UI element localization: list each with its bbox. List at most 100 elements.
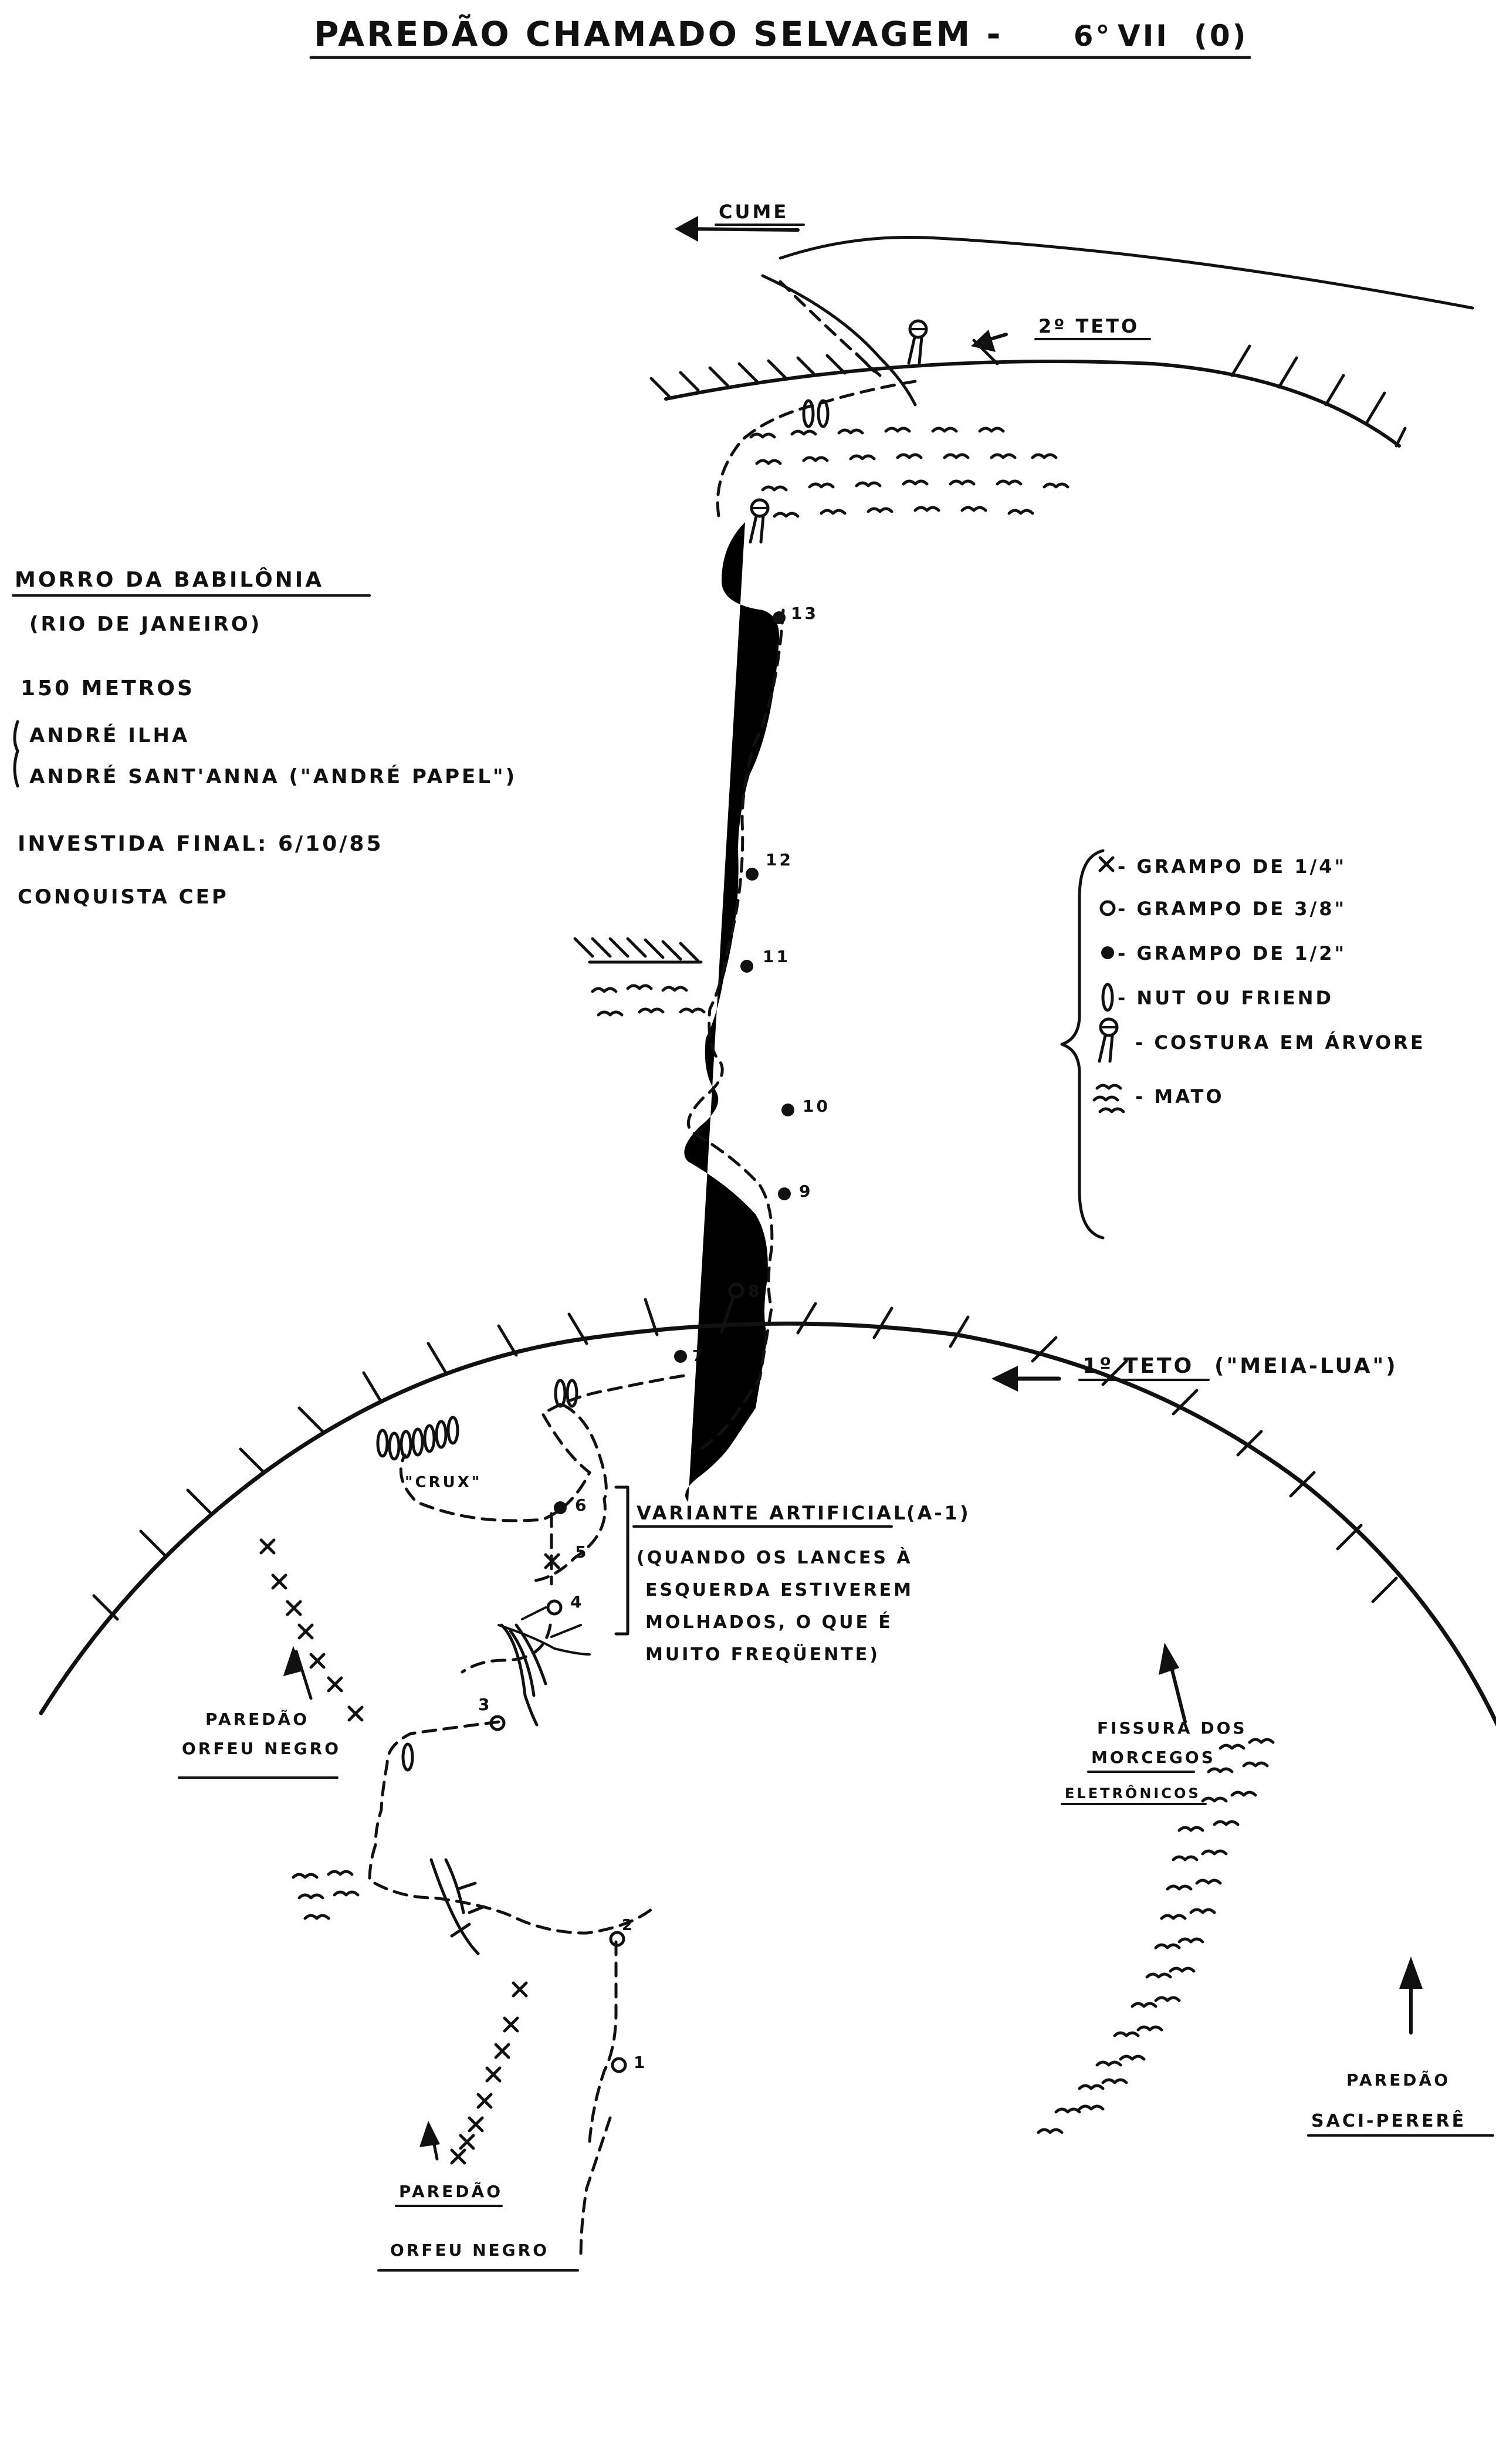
bolt-number: 13 [791,604,818,623]
filled-dot-icon [674,1350,687,1363]
summit-label: CUME [719,201,788,223]
legend: - GRAMPO DE 1/4" - GRAMPO DE 3/8" - GRAM… [1060,849,1423,1240]
open-circle-icon [728,1282,744,1299]
bolts: 13 12 11 10 9 8 7 6 [478,604,828,2073]
saci-label-2: SACI-PERERÊ [1311,2110,1466,2131]
mid-vegetation [573,937,704,1015]
bolt-13: 13 [773,604,818,624]
legend-label: - NUT OU FRIEND [1118,987,1333,1009]
legend-item-open-circle: - GRAMPO DE 3/8" [1099,898,1346,920]
nut-friend-icon [567,1380,577,1406]
filled-dot-icon [778,1187,791,1200]
title-main: PAREDÃO CHAMADO SELVAGEM - [314,13,1003,54]
fissura-area: FISSURA DOS MORCEGOS ELETRÔNICOS [1038,1643,1273,2133]
tree-sling-icon [750,500,768,542]
variant-note-2: ESQUERDA ESTIVEREM [645,1580,913,1600]
roof-2-label: 2º TETO [1038,315,1139,337]
route-line [368,380,917,2260]
bolt-number: 3 [478,1695,492,1714]
info-city: (RIO DE JANEIRO) [29,612,262,636]
arrow-left-icon [971,330,996,352]
legend-label: - GRAMPO DE 1/2" [1118,942,1346,964]
fissura-label-3: ELETRÔNICOS [1065,1784,1201,1802]
bolt-7: 7 [674,1348,703,1365]
second-roof-line [664,360,1401,448]
info-final-push: INVESTIDA FINAL: 6/10/85 [18,832,384,856]
open-circle-icon [609,1931,625,1947]
variant-grade: (A-1) [906,1502,971,1524]
orfeu-upper-arrow-line [295,1650,313,1700]
roof-1-arc [39,1321,1496,1727]
orfeu-upper-route: PAREDÃO ORFEU NEGRO [178,1538,364,1779]
legend-item-cross: - GRAMPO DE 1/4" [1098,855,1346,878]
title-grade-roman: VII [1118,19,1169,53]
bolt-number: 4 [570,1592,584,1612]
bolt-4: 4 [546,1592,584,1616]
nut-friend-icon [556,1380,565,1406]
nut-friend-icon [401,1431,411,1457]
bolt-9: 9 [778,1182,813,1201]
arrow-left-icon [675,216,698,242]
arrow-up-icon [283,1646,304,1677]
second-roof-hatching [649,339,1407,448]
fissura-arrow-line [1169,1661,1187,1724]
bolt-2: 2 [609,1917,635,1947]
variant-title: VARIANTE ARTIFICIAL [637,1502,908,1524]
filled-dot-icon [781,1104,794,1116]
legend-label: - GRAMPO DE 1/4" [1118,855,1346,878]
bolt-number: 2 [622,1917,635,1934]
arrow-left-icon [991,1366,1018,1392]
saci-label-1: PAREDÃO [1346,2070,1450,2090]
crux-label: "CRUX" [405,1474,482,1491]
bolt-8: 8 [728,1281,761,1301]
bolt-number: 6 [575,1495,588,1515]
variant-bracket [614,1485,629,1636]
arrow-up-icon [419,2121,440,2147]
climbers-brace [13,720,19,788]
bolt-number: 1 [634,2053,647,2072]
bolt-number: 9 [799,1182,813,1201]
flake-feature [500,1623,547,1727]
filled-dot-icon [554,1501,567,1514]
info-location: MORRO DA BABILÔNIA [15,567,324,592]
variant-note-1: (QUANDO OS LANCES À [637,1547,913,1568]
fissura-label-1: FISSURA DOS [1097,1718,1247,1738]
legend-item-nut: - NUT OU FRIEND [1103,984,1333,1010]
bolt-12: 12 [746,850,791,881]
summit-area: CUME 2º TETO [649,201,1474,448]
bolt-1: 1 [611,2053,647,2073]
nut-friend-icon [436,1421,446,1447]
bolt-11: 11 [740,947,788,973]
legend-item-filled-dot: - GRAMPO DE 1/2" [1101,942,1346,964]
nut-friend-icon [390,1433,399,1459]
nut-friend-icon [413,1429,422,1455]
info-climber-2: ANDRÉ SANT'ANNA ("ANDRÉ PAPEL") [29,764,517,788]
info-climber-1: ANDRÉ ILHA [29,723,189,747]
summit-gully [761,274,917,407]
arrow-up-icon [1159,1643,1179,1675]
info-block: MORRO DA BABILÔNIA (RIO DE JANEIRO) 150 … [12,567,517,909]
title-grade-prefix: 6° [1074,20,1112,53]
tree-sling-icon [1099,1019,1117,1061]
open-circle-icon [546,1599,563,1616]
roof-1-hatching [92,1295,1398,1621]
orfeu-lower-label-2: ORFEU NEGRO [390,2240,549,2260]
nut-friend-icon [378,1430,387,1456]
bolt-number: 8 [748,1281,761,1301]
lower-features [293,1606,591,1955]
legend-item-tree: - COSTURA EM ÁRVORE [1099,1019,1423,1061]
legend-label: - GRAMPO DE 3/8" [1118,898,1346,920]
crux-area: "CRUX" [378,1380,577,1491]
fissura-label-2: MORCEGOS [1091,1748,1216,1767]
first-roof: 1º TETO ("MEIA-LUA") [39,1295,1496,1727]
nut-friend-icon [425,1426,434,1451]
summit-arrow-line [682,227,800,232]
bolt-number: 5 [575,1542,588,1562]
nut-friend-icon [403,1744,412,1770]
info-length: 150 METROS [21,676,195,700]
open-circle-icon [1099,900,1116,916]
title-grade-suffix: (0) [1194,19,1248,53]
legend-label: - MATO [1135,1085,1224,1108]
orfeu-lower-route: PAREDÃO ORFEU NEGRO [377,1981,579,2272]
orfeu-upper-label-2: ORFEU NEGRO [182,1739,341,1758]
